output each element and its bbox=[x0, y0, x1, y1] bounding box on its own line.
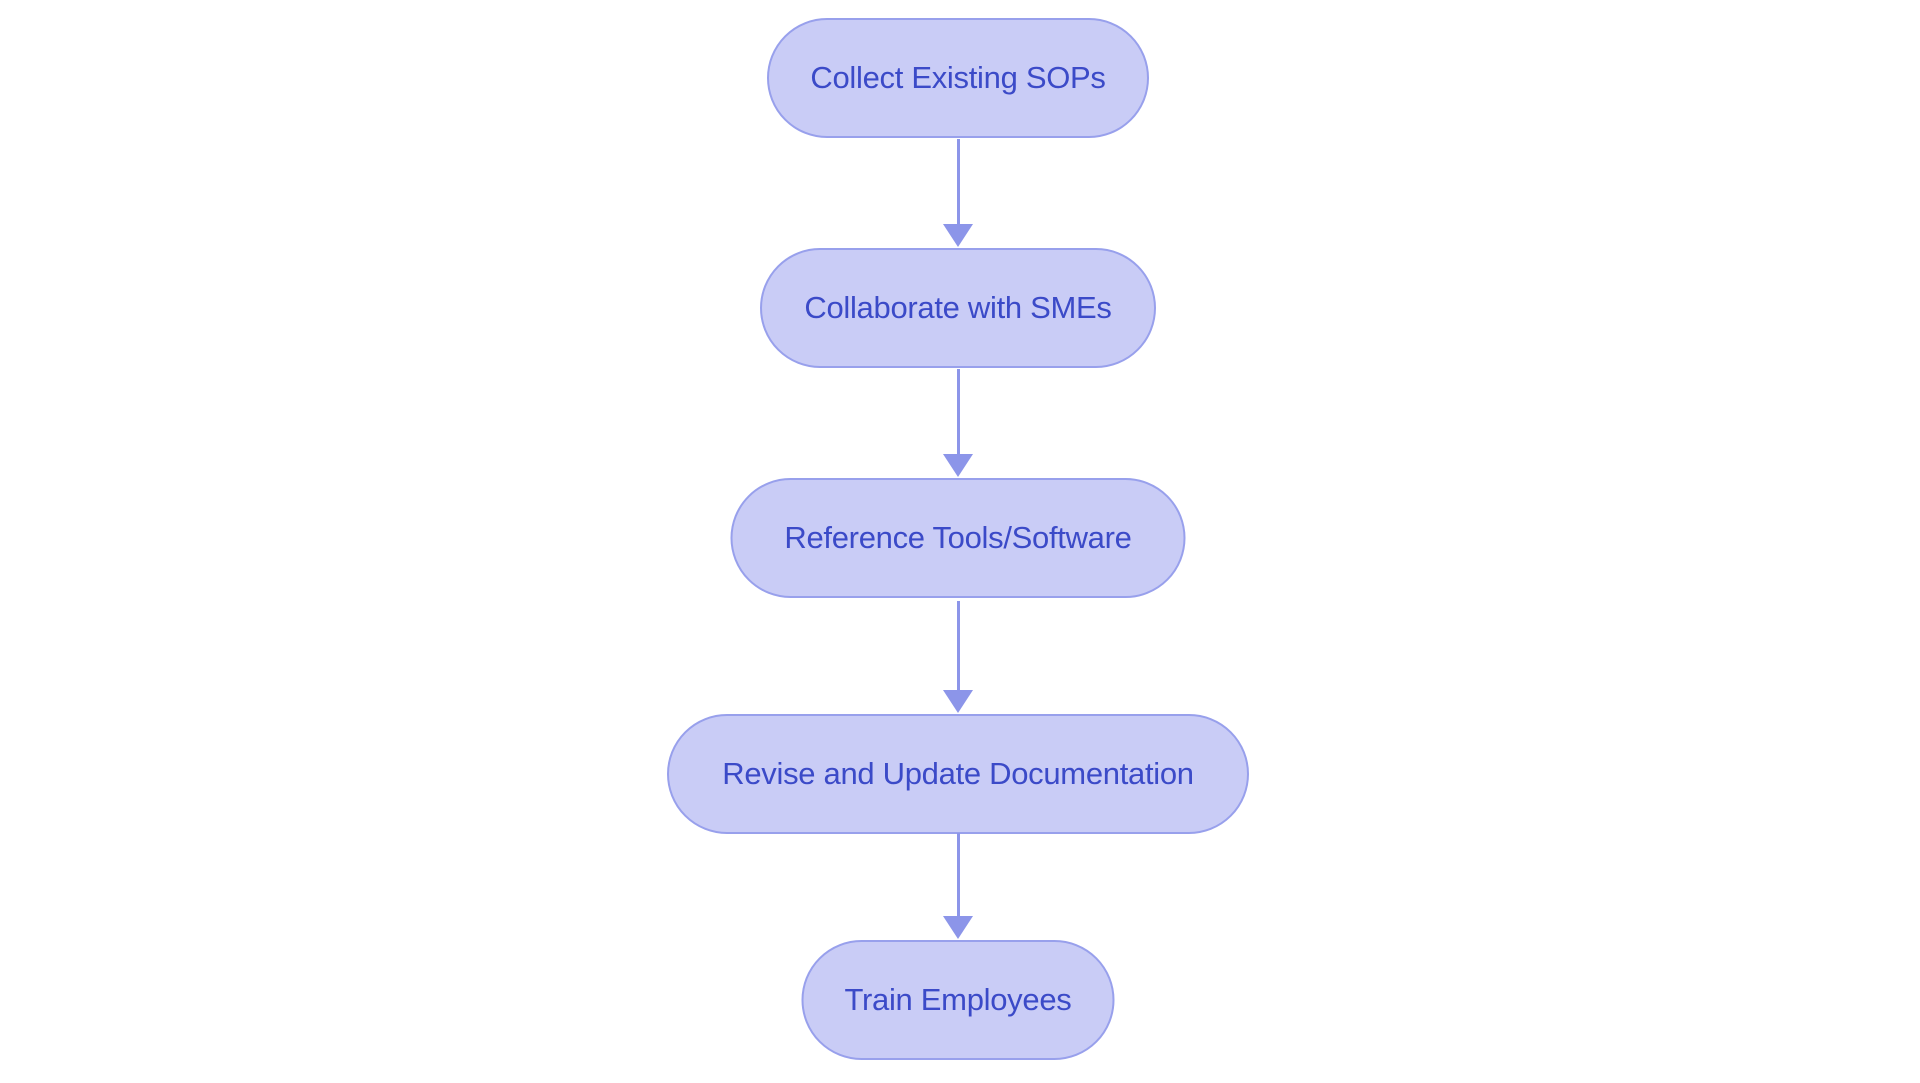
flow-arrow-1 bbox=[943, 139, 973, 247]
arrow-stem bbox=[956, 139, 960, 224]
node-label: Reference Tools/Software bbox=[784, 520, 1132, 555]
node-label: Train Employees bbox=[844, 982, 1072, 1017]
node-label: Collect Existing SOPs bbox=[810, 60, 1106, 95]
arrowhead-down-icon bbox=[943, 454, 973, 477]
arrowhead-down-icon bbox=[943, 916, 973, 939]
flow-arrow-3 bbox=[943, 601, 973, 713]
flowchart-node-collaborate-with-smes: Collaborate with SMEs bbox=[760, 248, 1156, 368]
node-label: Collaborate with SMEs bbox=[804, 290, 1112, 325]
arrowhead-down-icon bbox=[943, 690, 973, 713]
flow-arrow-4 bbox=[943, 833, 973, 939]
flow-arrow-2 bbox=[943, 369, 973, 477]
arrow-stem bbox=[956, 833, 960, 916]
flowchart-node-revise-and-update-documentation: Revise and Update Documentation bbox=[667, 714, 1249, 834]
arrowhead-down-icon bbox=[943, 224, 973, 247]
flowchart-node-train-employees: Train Employees bbox=[801, 940, 1115, 1060]
flowchart-node-collect-existing-sops: Collect Existing SOPs bbox=[767, 18, 1149, 138]
node-label: Revise and Update Documentation bbox=[722, 756, 1194, 791]
arrow-stem bbox=[956, 369, 960, 454]
flowchart-node-reference-tools-software: Reference Tools/Software bbox=[730, 478, 1186, 598]
arrow-stem bbox=[956, 601, 960, 690]
